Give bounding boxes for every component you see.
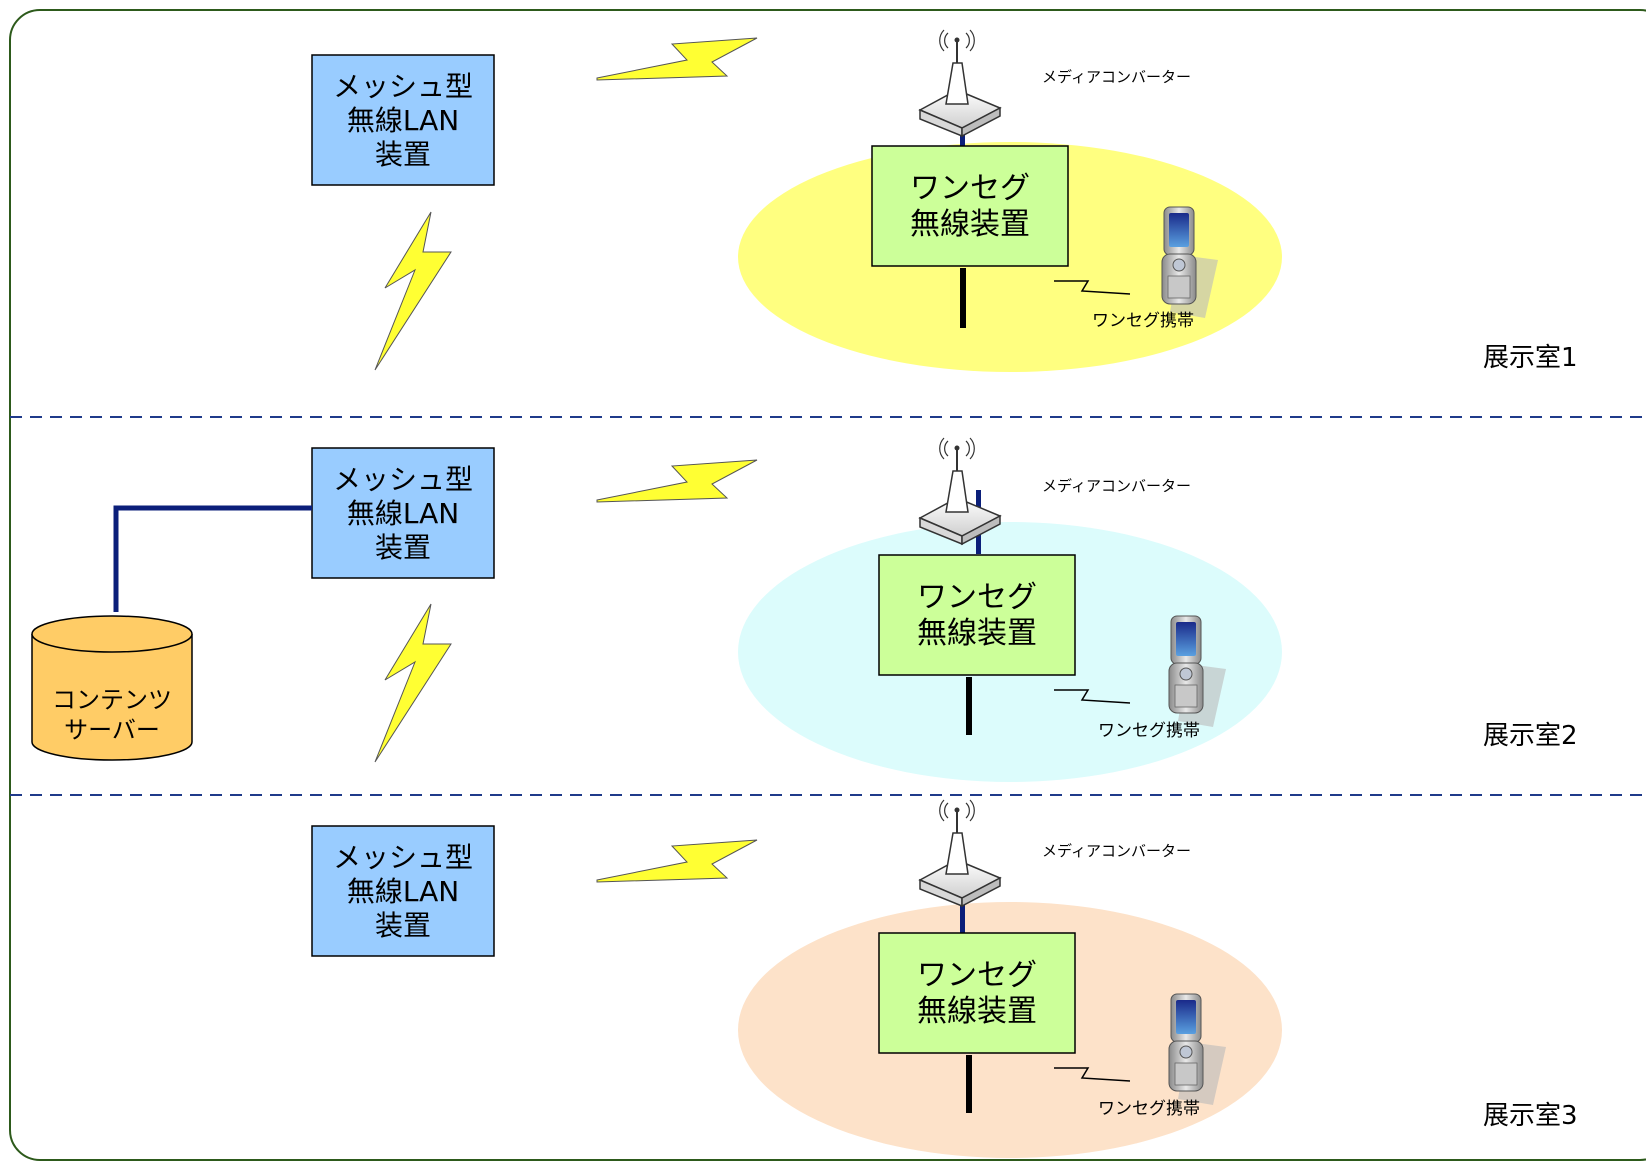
signal-zigzag-icon — [1054, 1067, 1131, 1082]
oneseg-label-line-1: ワンセグ — [917, 580, 1037, 615]
media-converter-icon — [918, 799, 1002, 935]
room-name: 展示室3 — [1483, 1101, 1578, 1131]
oneseg-label-line-2: 無線装置 — [917, 994, 1037, 1029]
wireless-lightning-icon — [596, 839, 758, 883]
mesh-wlan-device: メッシュ型 無線LAN 装置 — [311, 825, 495, 957]
media-converter-label: メディアコンバーター — [1042, 477, 1191, 495]
room-2: メッシュ型 無線LAN 装置 メディアコンバーター ワンセグ 無線装置 — [31, 437, 1578, 782]
media-converter-icon — [918, 437, 1002, 554]
oneseg-phone-icon — [1161, 206, 1218, 318]
room-name: 展示室1 — [1483, 343, 1578, 373]
mesh-label-line-1: メッシュ型 — [333, 841, 473, 874]
server-link-line — [113, 505, 312, 612]
wireless-lightning-icon — [596, 459, 758, 503]
diagram-frame — [9, 9, 1646, 1161]
signal-zigzag-icon — [1054, 280, 1131, 295]
media-converter-label: メディアコンバーター — [1042, 68, 1191, 86]
oneseg-label-line-1: ワンセグ — [910, 171, 1030, 206]
oneseg-phone-icon — [1168, 615, 1226, 727]
oneseg-label-line-1: ワンセグ — [917, 958, 1037, 993]
room-1: メッシュ型 無線LAN 装置 メディアコンバーター ワンセグ 無線装置 — [311, 29, 1578, 373]
device-pole — [966, 677, 972, 735]
phone-label: ワンセグ携帯 — [1098, 1099, 1200, 1119]
mesh-label-line-2: 無線LAN — [347, 104, 459, 137]
oneseg-wireless-device: ワンセグ 無線装置 — [878, 554, 1076, 676]
mesh-label-line-3: 装置 — [375, 138, 431, 171]
mesh-label-line-1: メッシュ型 — [333, 70, 473, 103]
mesh-label-line-1: メッシュ型 — [333, 463, 473, 496]
mesh-wlan-device: メッシュ型 無線LAN 装置 — [311, 54, 495, 186]
media-converter-label: メディアコンバーター — [1042, 842, 1191, 860]
oneseg-label-line-2: 無線装置 — [910, 207, 1030, 242]
server-label-line-2: サーバー — [64, 716, 160, 744]
server-label-line-1: コンテンツ — [52, 686, 172, 714]
room-3: メッシュ型 無線LAN 装置 メディアコンバーター ワンセグ 無線装置 — [311, 799, 1578, 1158]
signal-zigzag-icon — [1054, 689, 1131, 704]
phone-label: ワンセグ携帯 — [1092, 311, 1194, 331]
room-name: 展示室2 — [1483, 721, 1578, 751]
oneseg-phone-icon — [1168, 993, 1226, 1105]
wireless-lightning-icon — [374, 603, 452, 763]
device-pole — [966, 1055, 972, 1113]
mesh-label-line-2: 無線LAN — [347, 875, 459, 908]
media-converter-icon — [918, 29, 1002, 146]
oneseg-wireless-device: ワンセグ 無線装置 — [878, 932, 1076, 1054]
mesh-label-line-3: 装置 — [375, 531, 431, 564]
oneseg-wireless-device: ワンセグ 無線装置 — [871, 145, 1069, 267]
mesh-wlan-device: メッシュ型 無線LAN 装置 — [311, 447, 495, 579]
mesh-label-line-2: 無線LAN — [347, 497, 459, 530]
content-server-icon: コンテンツ サーバー — [31, 615, 193, 761]
mesh-label-line-3: 装置 — [375, 909, 431, 942]
phone-label: ワンセグ携帯 — [1098, 721, 1200, 741]
wireless-lightning-icon — [596, 37, 758, 81]
wireless-lightning-icon — [374, 211, 452, 371]
oneseg-label-line-2: 無線装置 — [917, 616, 1037, 651]
device-pole — [960, 268, 966, 328]
